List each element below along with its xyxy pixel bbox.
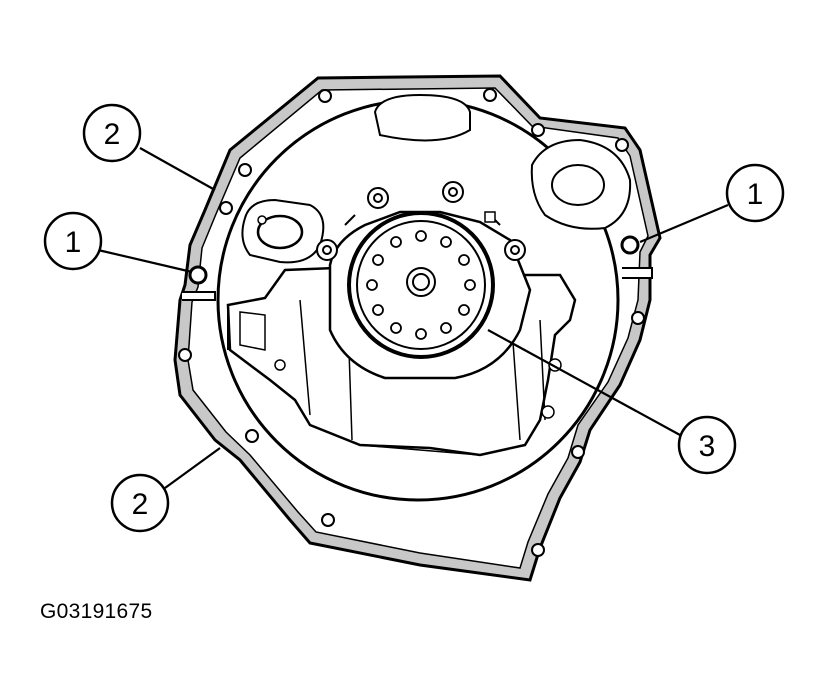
- callout-2-bottom: 2: [110, 473, 170, 533]
- figure-id: G03191675: [40, 600, 153, 623]
- leader-lines: [97, 147, 729, 489]
- gasket-bolt-holes: [178, 88, 645, 557]
- dowel-pin-right: [620, 235, 640, 255]
- upper-boss: [373, 93, 471, 142]
- svg-text:1: 1: [65, 226, 82, 259]
- svg-text:2: 2: [104, 118, 121, 151]
- retainer-bolts: [316, 181, 526, 261]
- left-bracket-hole: [256, 214, 304, 250]
- callout-1-right: 1: [725, 163, 785, 223]
- callout-3: 3: [677, 415, 737, 475]
- gasket-joint-left: [182, 291, 216, 301]
- callout-1-left: 1: [43, 211, 103, 271]
- svg-text:2: 2: [132, 488, 149, 521]
- svg-text:3: 3: [699, 430, 716, 463]
- starter-boss-inner: [551, 164, 605, 206]
- callout-2-top: 2: [82, 103, 142, 163]
- gasket-joint-right: [622, 267, 653, 279]
- svg-text:1: 1: [747, 178, 764, 211]
- crank-flange-holes: [366, 230, 476, 340]
- dowel-pin-left: [188, 265, 208, 285]
